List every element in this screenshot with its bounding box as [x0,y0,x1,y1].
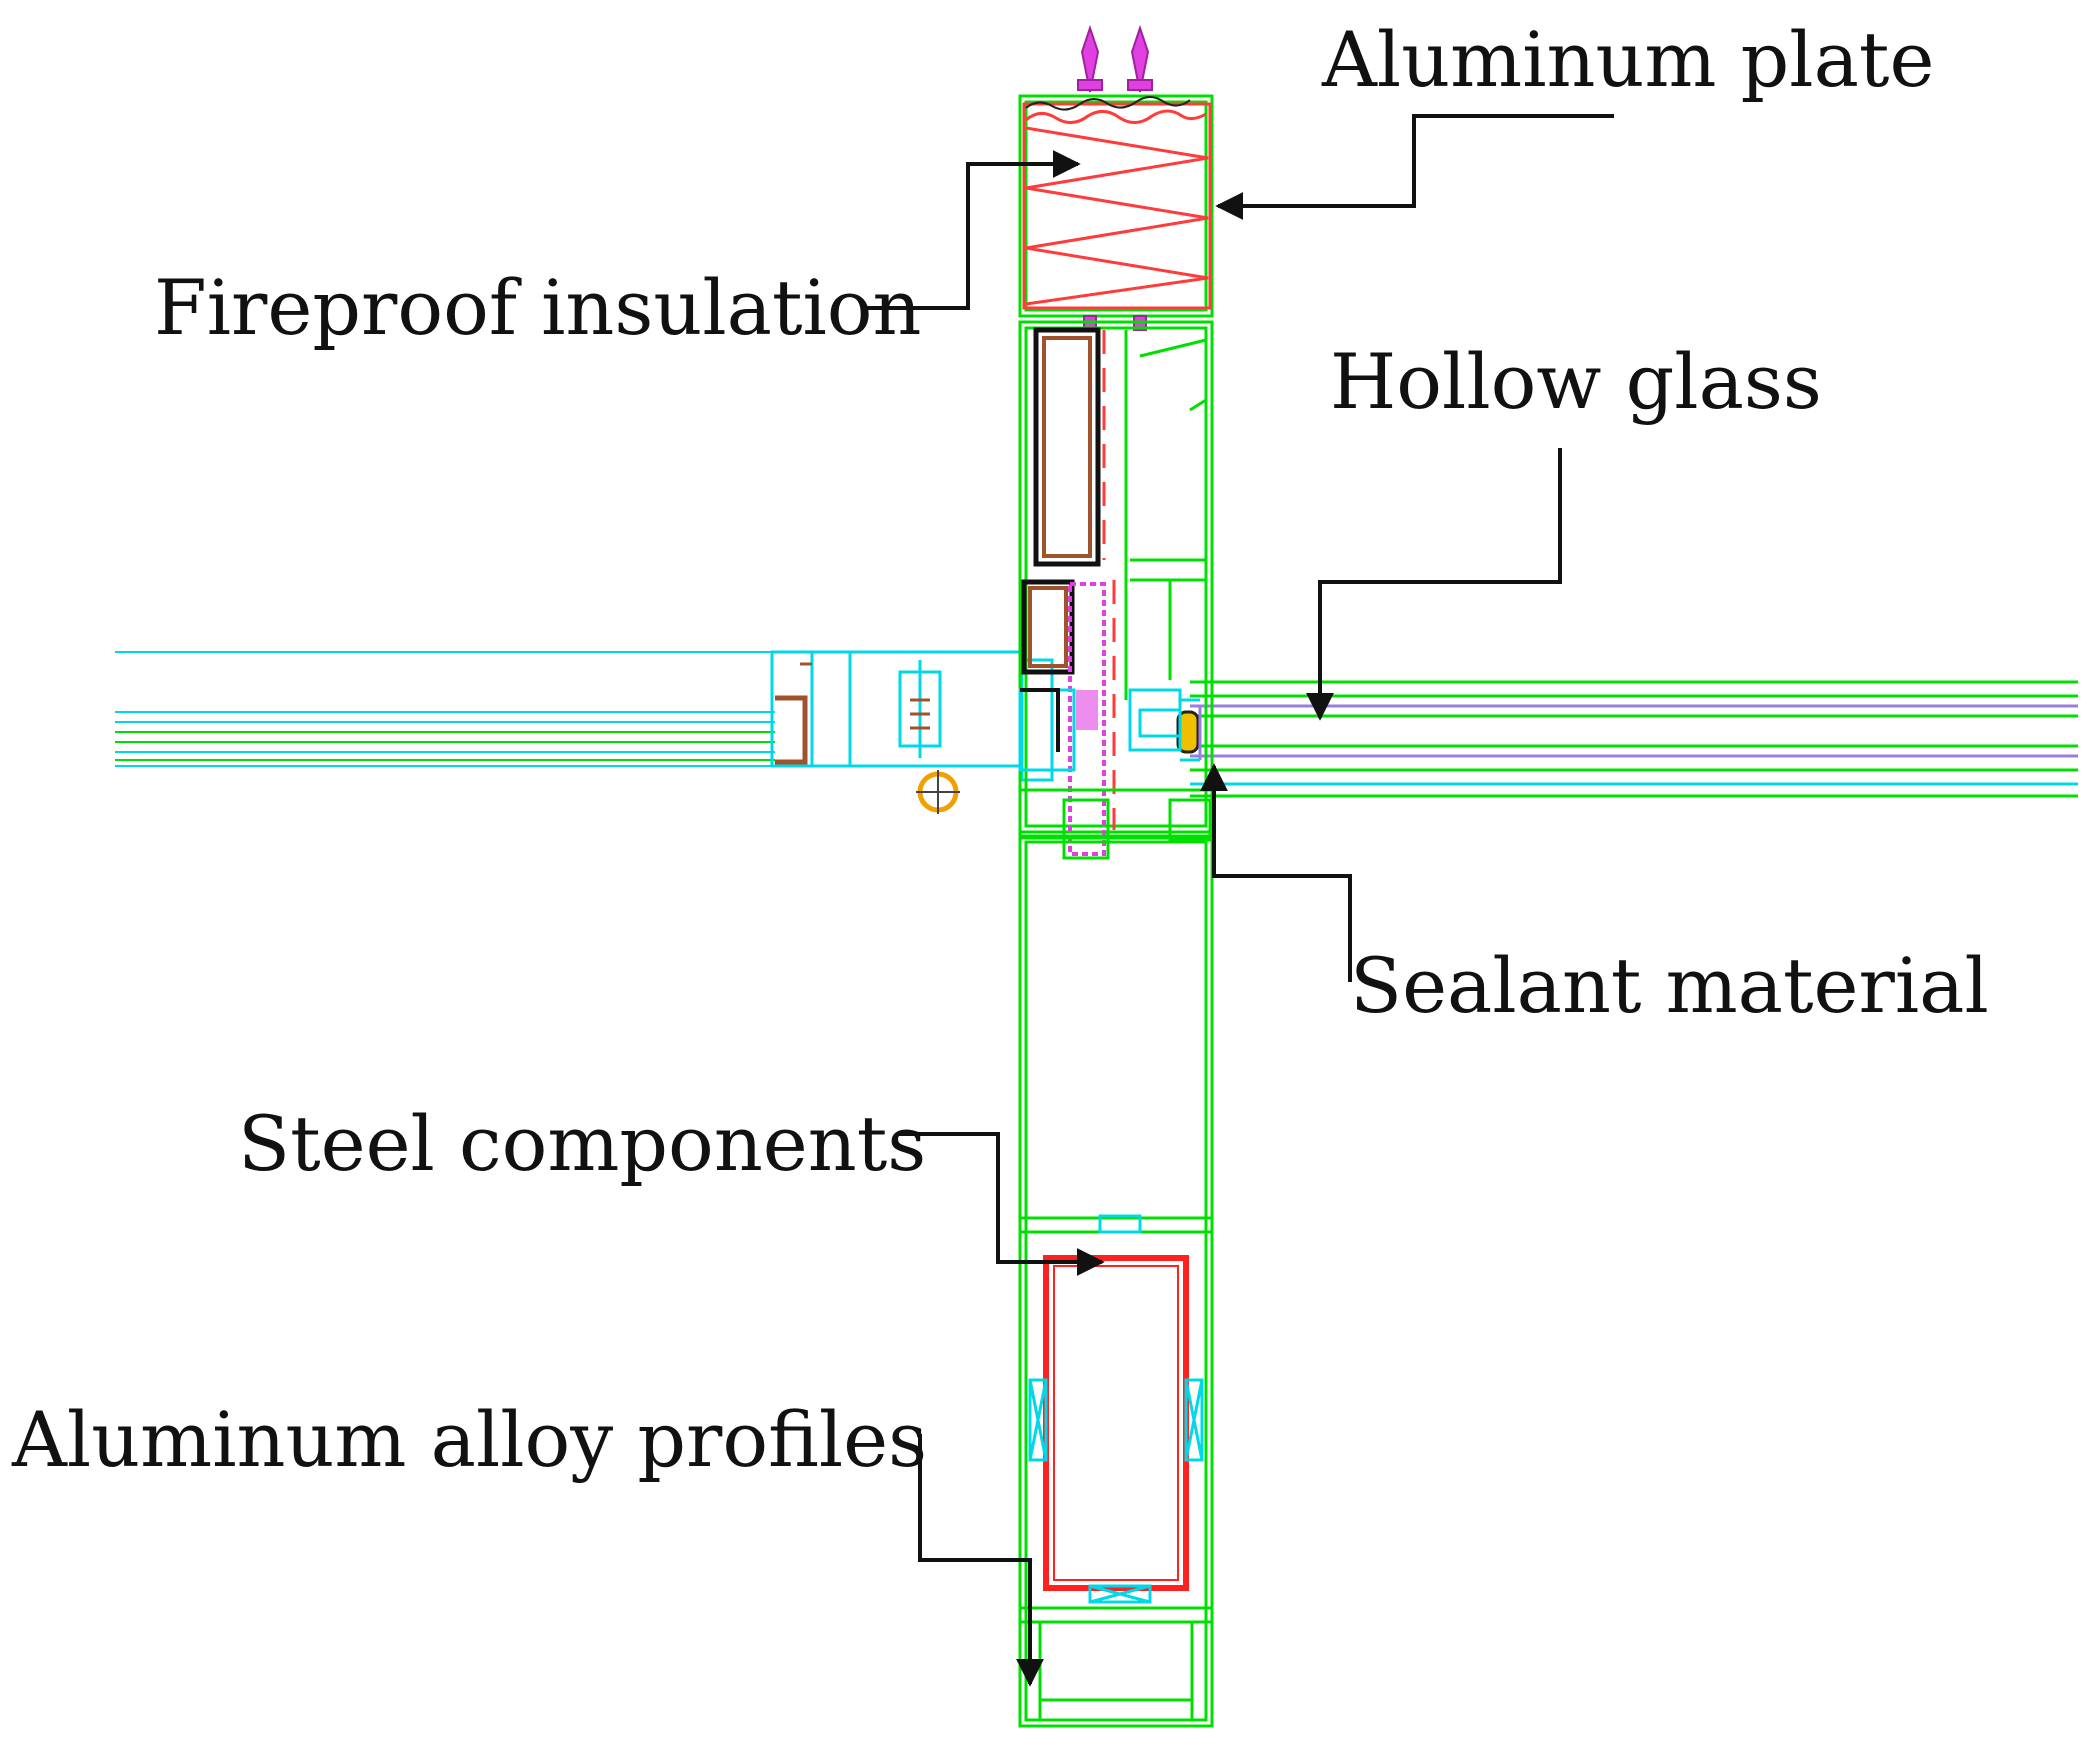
z-bracket [1020,688,1060,752]
lower-spacers [1028,1214,1204,1604]
label-sealant-material: Sealant material [1350,941,1989,1030]
left-glass-panel [115,651,775,767]
leader-lines [862,114,1614,1687]
left-wood-block [775,695,808,765]
left-mullion-connector [770,650,1054,782]
anchor-bolt [916,770,960,814]
red-dashed-fire-line [1102,330,1116,830]
left-fastener-marks [800,662,930,730]
leader-aluminum-alloy-profiles [918,1434,1044,1687]
upper-mullion-frame [1018,320,1214,834]
top-edge-wave [1025,96,1191,111]
leader-sealant-material [1200,763,1352,982]
fireproof-insulation [1022,102,1212,310]
label-steel-components: Steel components [238,1099,926,1188]
label-aluminum-plate: Aluminum plate [1321,15,1934,104]
magenta-fire-seal [1068,582,1106,856]
label-hollow-glass: Hollow glass [1330,337,1822,426]
hollow-glass-panel [1190,680,2078,798]
label-fireproof-insulation: Fireproof insulation [154,263,922,352]
label-aluminum-alloy-profiles: Aluminum alloy profiles [11,1395,927,1484]
sealant-material [1176,706,1202,760]
leader-hollow-glass [1306,448,1562,721]
leader-fireproof-insulation [862,150,1081,310]
leader-aluminum-plate [1215,114,1614,220]
central-connection-detail [1018,688,1200,772]
aluminum-plate-box [1018,94,1214,318]
leader-steel-components [898,1132,1105,1276]
steel-insert-upper [1021,327,1101,675]
steel-components [1043,1255,1189,1591]
lower-connection-frame [1018,788,1214,860]
lower-mullion-frame [1018,834,1214,1728]
